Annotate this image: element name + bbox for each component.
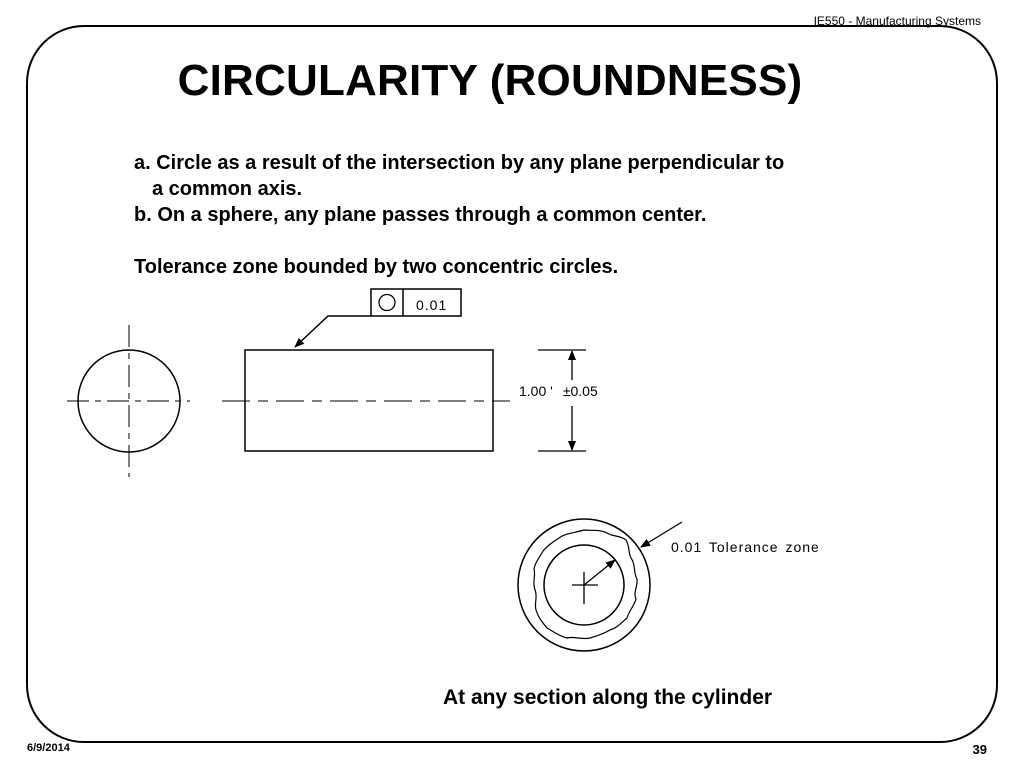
fcf-tolerance-value: 0.01 [416,297,448,313]
slide-frame [26,25,998,743]
tolerance-zone-note: Tolerance zone bounded by two concentric… [134,256,619,278]
tolerance-zone-illustration [517,518,683,652]
radius-arrow [583,559,616,586]
tolerance-zone-label: 0.01 Tolerance zone [671,539,820,555]
bullet-list: a. Circle as a result of the intersectio… [134,150,994,280]
footer-page-number: 39 [972,742,987,757]
dimension-value: 1.00 ' [519,383,553,399]
dimension-label: 1.00 ' ±0.05 [519,383,598,399]
side-view [222,349,510,452]
outer-zone-circle [517,518,651,652]
section-caption: At any section along the cylinder [443,686,773,709]
diameter-dimension [538,349,586,452]
fcf-box [370,288,462,317]
footer-date: 6/9/2014 [27,742,70,754]
feature-control-frame [294,288,462,348]
inner-zone-circle [543,544,625,626]
zone-leader-arrow [640,521,683,548]
bullet-a-line2: a common axis. [152,178,303,200]
bullet-a-line1: a. Circle as a result of the intersectio… [134,152,785,174]
end-view [67,325,190,477]
bullet-b: b. On a sphere, any plane passes through… [134,204,707,226]
fcf-leader-arrow [294,315,371,348]
actual-profile-outline [533,529,638,640]
dimension-tolerance: ±0.05 [562,383,598,399]
course-header: IE550 - Manufacturing Systems [813,14,981,28]
circularity-symbol-icon [378,293,396,312]
slide-title: CIRCULARITY (ROUNDNESS) [177,56,803,105]
